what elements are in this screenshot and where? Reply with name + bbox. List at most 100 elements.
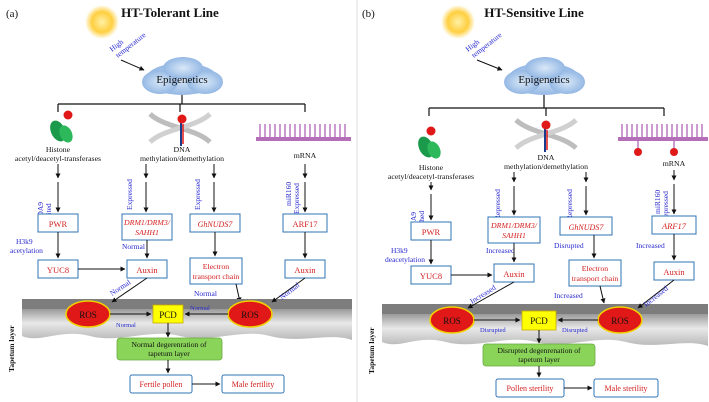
- arf-label: ARF17: [292, 219, 317, 229]
- hda9-label-1: HDA9: [36, 202, 45, 222]
- arf-label: ARF17: [661, 221, 687, 231]
- h3k9-label-1: H3k9: [16, 237, 33, 246]
- degeneration-label-1: Disrupted degenrenation of: [497, 346, 581, 355]
- mir-label-1: miR160: [284, 182, 293, 206]
- mrna-label: mRNA: [663, 159, 686, 168]
- pcd-label: PCD: [159, 310, 177, 320]
- panel-title: HT-Tolerant Line: [121, 5, 219, 20]
- arrow-electron: [599, 285, 606, 304]
- degeneration-box: [116, 337, 223, 361]
- degeneration-label-2: tapetum layer: [518, 355, 560, 364]
- auxin-mid-label: Auxin: [136, 265, 158, 275]
- auxin-right-label: Auxin: [663, 267, 685, 277]
- degeneration-label-2: tapetum layer: [148, 349, 190, 358]
- electron-box: [189, 257, 243, 285]
- cloud-icon: [504, 57, 585, 95]
- electron-label-2: transport chain: [193, 272, 240, 281]
- epigenetics-label: Epigenetics: [518, 74, 569, 86]
- electron-edge-label: Increased: [554, 291, 583, 300]
- yuc8-label: YUC8: [47, 265, 69, 275]
- degeneration-label-1: Normal degerenration of: [131, 340, 207, 349]
- histone-icon: [50, 110, 73, 143]
- arrow-auxin-ros-left: [111, 277, 148, 303]
- mrna-icon: [256, 124, 351, 141]
- electron-label-1: Electron: [203, 262, 230, 271]
- outcome-right-box: [593, 378, 659, 398]
- mrna-label: mRNA: [294, 151, 317, 160]
- panel-letter: (b): [362, 8, 375, 20]
- pcd-right-edge-label: Disrupted: [562, 327, 588, 334]
- arrow-auxin-ros-left: [467, 281, 515, 309]
- drm-label-1: DRM1/DRM3/: [490, 221, 538, 230]
- dna-right-edge-label: Repressed: [565, 189, 574, 220]
- ros-right-label: ROS: [611, 316, 629, 326]
- arrow-auxin-ros-right: [271, 277, 306, 303]
- dna-label-2: methylation/demethylation: [504, 162, 588, 171]
- dna-icon: [514, 118, 578, 152]
- dna-icon: [148, 112, 212, 146]
- mrna-icon: [618, 124, 708, 156]
- bracket: [57, 95, 306, 112]
- panel-letter: (a): [6, 8, 19, 20]
- mir-label-1: miR160: [653, 190, 662, 214]
- ghnuds-label: GhNUDS7: [198, 220, 234, 229]
- panel-b: (b) HT-Sensitive Line High temperature E…: [362, 5, 708, 398]
- panel-a: (a) HT-Tolerant Line High temperature Ep…: [6, 5, 352, 394]
- drm-auxin-edge-label: Normal: [122, 242, 145, 251]
- tapetum-label: Tapetum layer: [7, 325, 16, 372]
- arf-auxin-edge-label: Increased: [636, 241, 665, 250]
- ghnuds-label: GhNUDS7: [569, 223, 605, 232]
- h3k9-label-2: deacetylation: [385, 255, 425, 264]
- ghnuds-box: [559, 216, 613, 236]
- bracket: [428, 95, 665, 116]
- dna-label-1: DNA: [174, 145, 191, 154]
- pcd-left-edge-label: Disrupted: [480, 327, 506, 334]
- mir-label-2: Expressed: [292, 183, 301, 214]
- sun-icon: [85, 5, 119, 39]
- auxin-mid-label: Auxin: [503, 269, 525, 279]
- outcome-left-label: Pollen sterility: [507, 384, 554, 393]
- stimulus-arrow: [476, 59, 503, 71]
- ros-left-label: ROS: [79, 310, 97, 320]
- panel-title: HT-Sensitive Line: [484, 5, 584, 20]
- dna-label-1: DNA: [538, 153, 555, 162]
- drm-auxin-edge-label: Increased: [486, 246, 515, 255]
- drm-label-2: SAHH1: [135, 228, 159, 237]
- dna-left-edge-label: Repressed: [493, 189, 502, 220]
- epigenetics-label: Epigenetics: [156, 74, 207, 86]
- histone-label-2: acetyl/deacetyl-transferases: [388, 172, 474, 181]
- histone-label-1: Histone: [46, 145, 71, 154]
- ghnuds-edge-label: Disrupted: [554, 241, 584, 250]
- outcome-right-label: Male sterility: [605, 384, 648, 393]
- histone-label-2: acetyl/deacetyl-transferases: [15, 154, 101, 163]
- dna-label-2: methylation/demethylation: [140, 154, 224, 163]
- drm-box: [121, 213, 173, 241]
- pcd-left-edge-label: Normal: [116, 322, 136, 329]
- stimulus-arrow: [120, 59, 145, 71]
- h3k9-label-2: acetylation: [10, 246, 43, 255]
- drm-box: [487, 216, 541, 244]
- electron-label-1: Electron: [582, 264, 609, 273]
- yuc8-label: YUC8: [420, 271, 442, 281]
- ros-mid-edge-label: Normal: [190, 305, 210, 312]
- ros-right-edge-label: Normal: [278, 280, 302, 301]
- h3k9-label-1: H3k9: [391, 246, 408, 255]
- electron-edge-label: Normal: [194, 289, 217, 298]
- cloud-icon: [142, 57, 223, 95]
- dna-right-edge-label: Expressed: [193, 179, 202, 210]
- histone-icon: [418, 126, 441, 159]
- pwr-label: PWR: [49, 219, 68, 229]
- pcd-label: PCD: [530, 316, 548, 326]
- outcome-right-label: Male fertility: [232, 380, 274, 389]
- dna-left-edge-label: Expressed: [125, 179, 134, 210]
- outcome-left-label: Fertile pollen: [140, 380, 183, 389]
- ros-right-label: ROS: [241, 310, 259, 320]
- electron-box: [568, 259, 622, 287]
- auxin-right-label: Auxin: [294, 265, 316, 275]
- ros-left-edge-label: Normal: [108, 278, 132, 298]
- drm-label-1: DRM1/DRM3/: [123, 218, 171, 227]
- mir-label-2: Repressed: [661, 191, 670, 222]
- tapetum-label: Tapetum layer: [367, 327, 376, 374]
- electron-label-2: transport chain: [572, 274, 619, 283]
- drm-label-2: SAHH1: [502, 231, 526, 240]
